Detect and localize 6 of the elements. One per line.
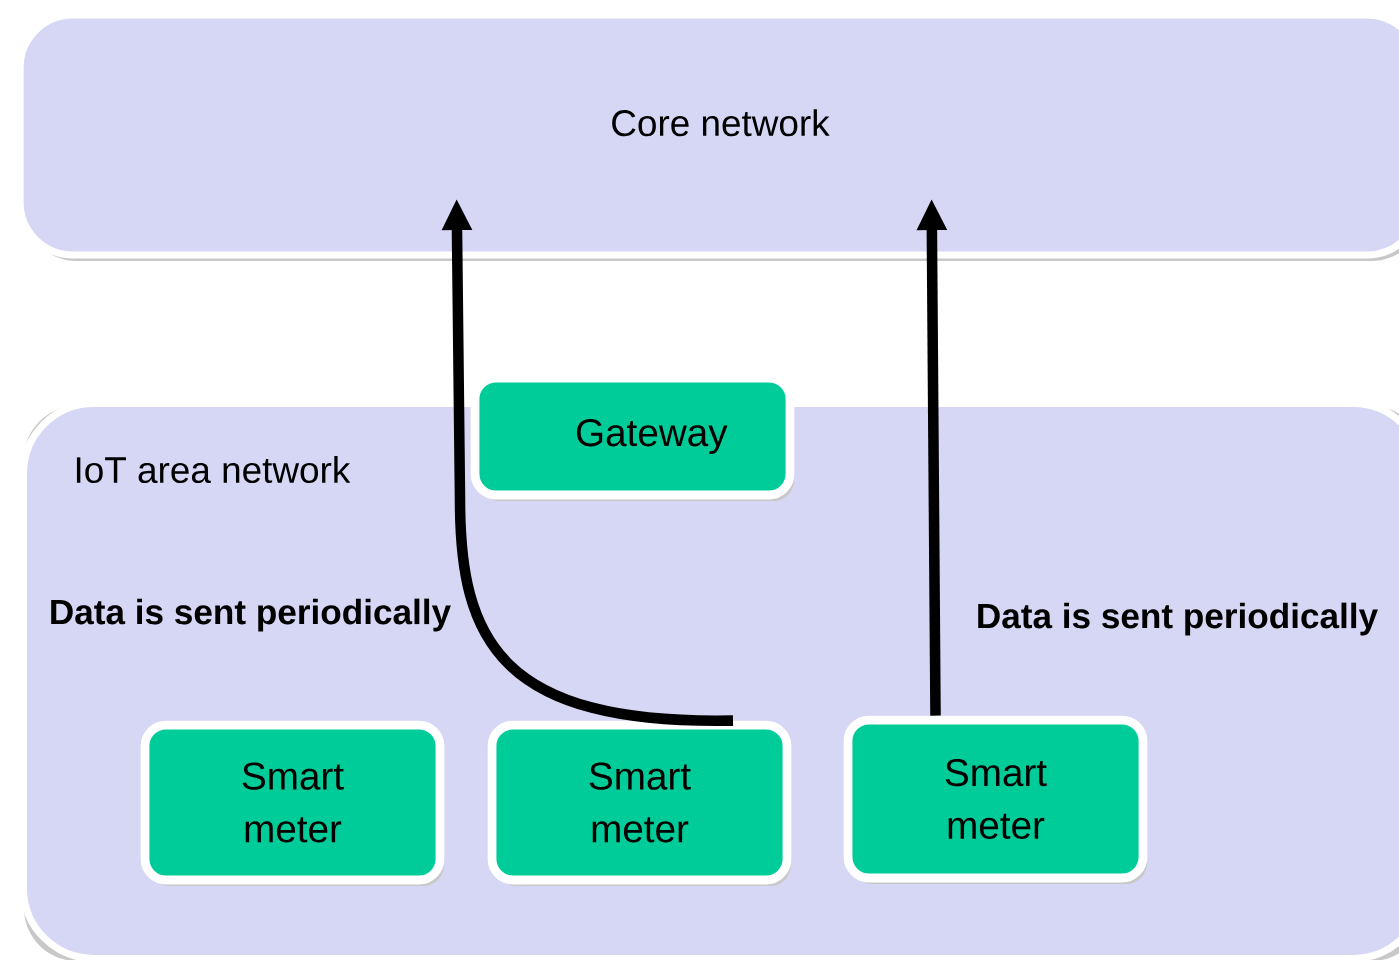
device-box: Smart meter <box>843 715 1148 884</box>
network-band: Core network <box>16 11 1399 261</box>
edge-label: Data is sent periodically <box>45 595 455 635</box>
device-box: Smart meter <box>487 720 792 886</box>
edge-label: Data is sent periodically <box>972 599 1382 639</box>
device-box: Smart meter <box>140 720 445 886</box>
